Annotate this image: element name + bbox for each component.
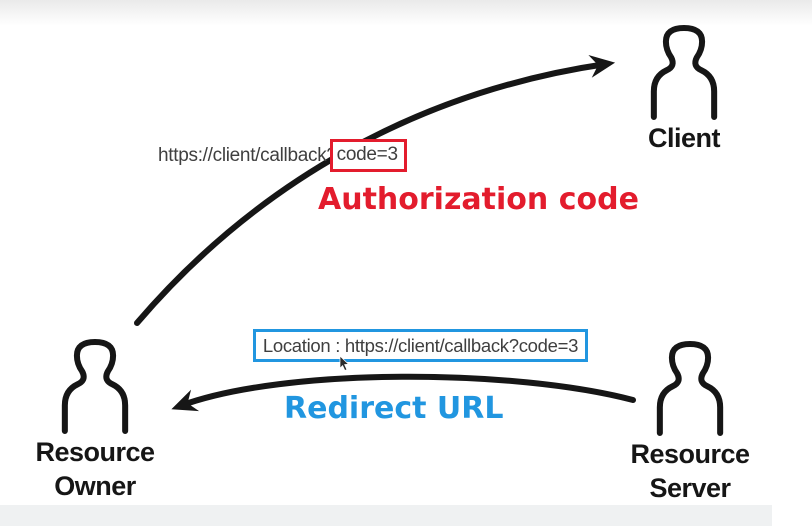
location-header-box: Location : https://client/callback?code=… xyxy=(253,329,588,362)
person-icon xyxy=(656,341,724,436)
redirect-url-caption: Redirect URL xyxy=(284,391,504,426)
person-icon xyxy=(61,339,129,434)
callback-url-text: https://client/callback? xyxy=(158,144,337,166)
actor-client: Client xyxy=(622,22,746,155)
authorization-code-highlight-box: code=3 xyxy=(329,139,407,172)
top-fade-gradient xyxy=(0,0,812,26)
mouse-cursor-icon xyxy=(339,356,350,371)
resource-server-label: Resource Server xyxy=(630,439,750,503)
actor-resource-owner: Resource Owner xyxy=(23,336,167,503)
person-icon xyxy=(650,25,718,120)
resource-owner-label: Resource Owner xyxy=(35,437,155,501)
authorization-code-caption: Authorization code xyxy=(318,182,639,217)
redirect-url-arrow xyxy=(171,373,636,412)
client-label: Client xyxy=(647,123,721,153)
bottom-gray-band xyxy=(0,505,772,526)
callback-url-annotation: https://client/callback?code=3 xyxy=(158,139,407,172)
actor-resource-server: Resource Server xyxy=(616,338,764,505)
